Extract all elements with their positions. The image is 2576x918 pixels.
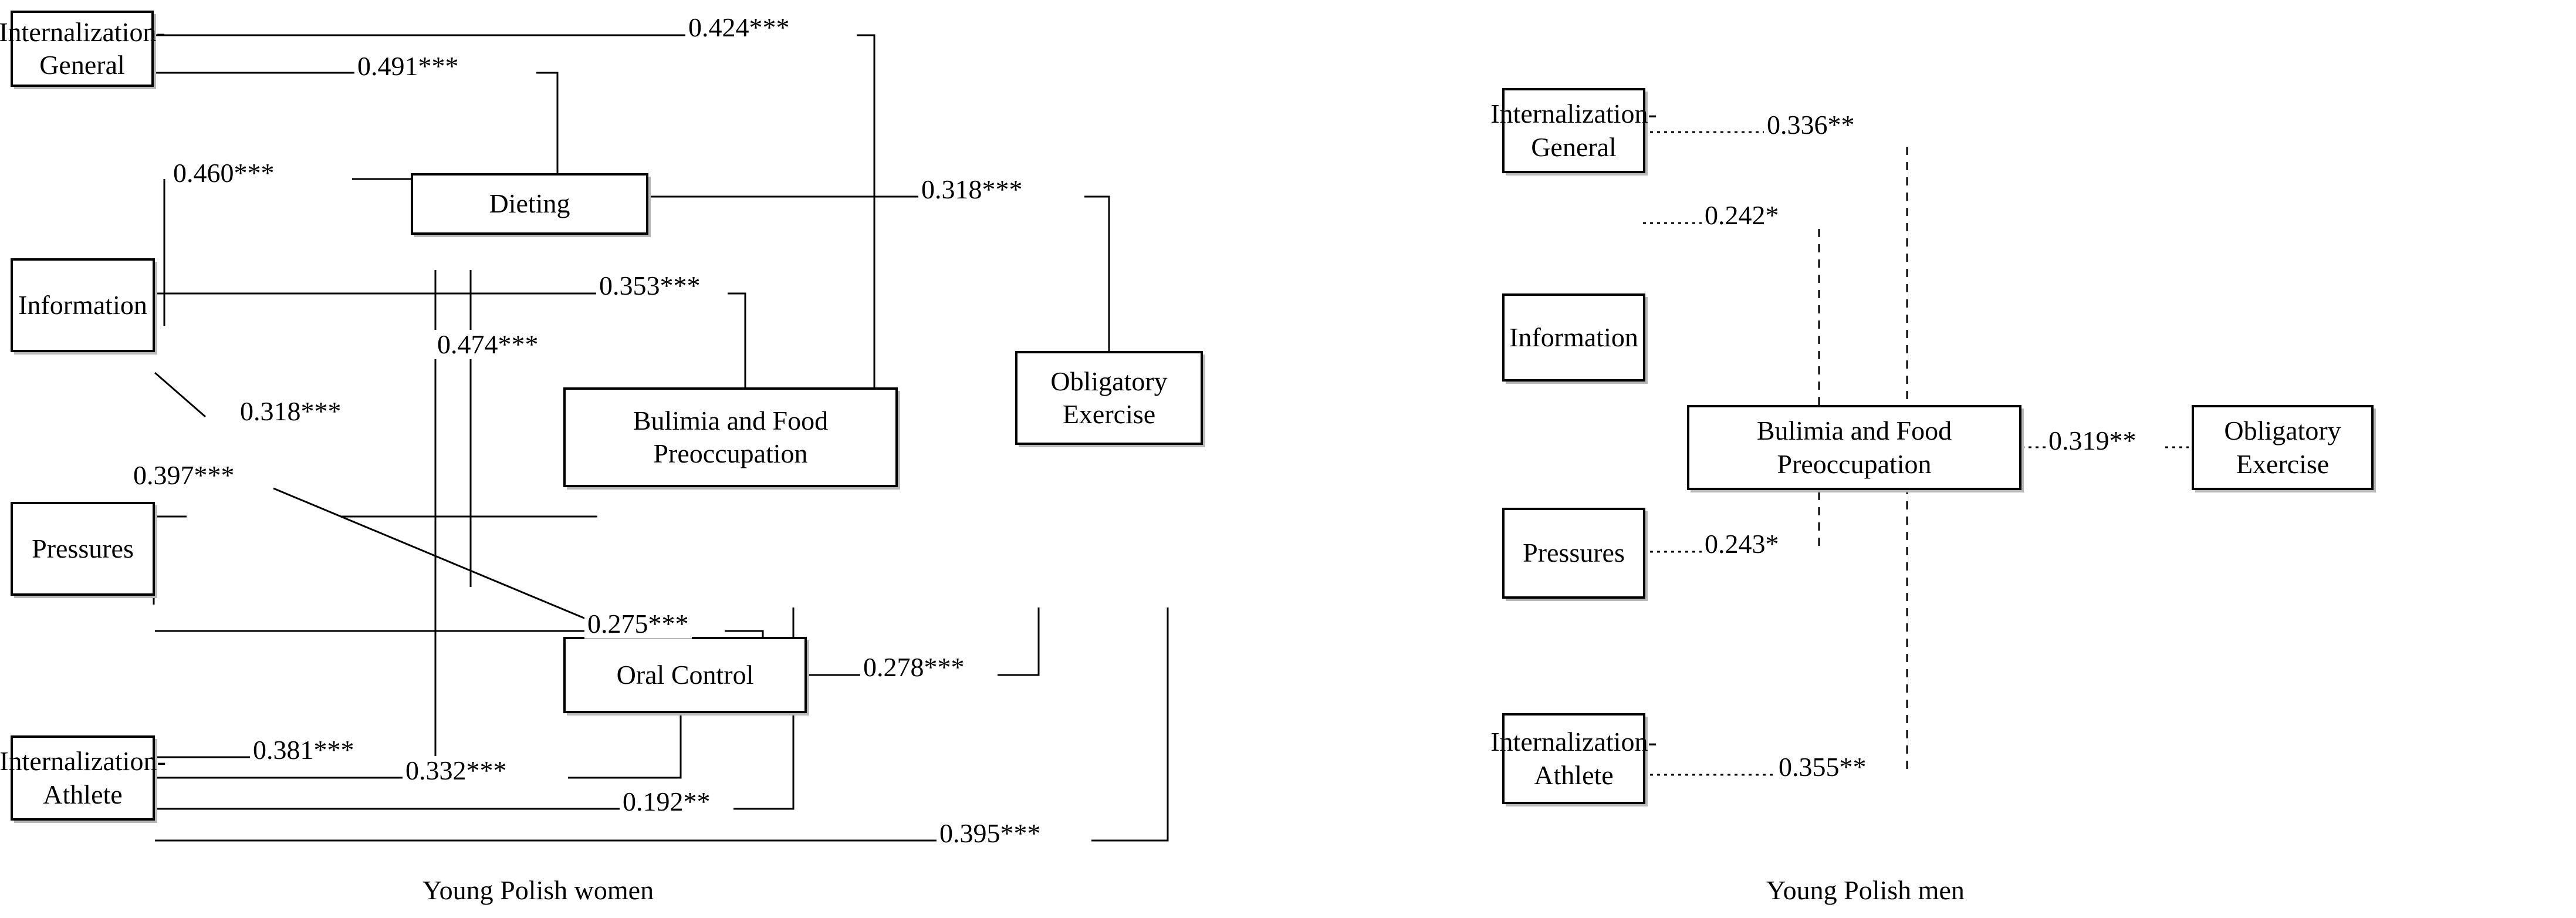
- node-internalization-athlete[interactable]: Internalization- Athlete: [1490, 713, 1657, 804]
- coefficient-oral-control-to-obligatory: 0.278***: [860, 653, 968, 682]
- node-label: Oral Control: [616, 659, 754, 690]
- coefficient-information-to-dieting: 0.460***: [170, 158, 278, 188]
- coefficient-bulimia-to-obligatory: 0.319**: [2046, 426, 2139, 455]
- coefficient-int-general-to-bulimia: 0.424***: [685, 13, 793, 42]
- node-label: Dieting: [489, 188, 570, 219]
- coefficient-pressures-to-bulimia: 0.397***: [130, 461, 238, 490]
- coefficient-int-athlete-to-oral-control: 0.332***: [403, 756, 510, 785]
- node-label-line1: Obligatory: [2224, 416, 2341, 446]
- men-path-lines: [1643, 131, 2189, 776]
- node-label-line1: Obligatory: [1050, 366, 1168, 396]
- panel-caption-women: Young Polish women: [422, 875, 654, 905]
- coefficient-pressures-to-oral-control: 0.275***: [584, 609, 692, 639]
- node-information[interactable]: Information: [1502, 293, 1645, 382]
- node-label: Pressures: [1523, 538, 1625, 568]
- node-label: Information: [1509, 322, 1638, 352]
- node-label-line2: Preoccupation: [653, 438, 808, 468]
- coefficient-pressures-to-dieting: 0.474***: [434, 330, 542, 359]
- coefficient-int-athlete-to-obligatory: 0.395***: [937, 819, 1044, 848]
- coefficient-int-athlete-to-bulimia: 0.355**: [1776, 752, 1870, 782]
- coefficient-dieting-to-obligatory: 0.318***: [918, 175, 1026, 204]
- node-pressures[interactable]: Pressures: [1502, 508, 1645, 599]
- node-obligatory-exercise[interactable]: Obligatory Exercise: [1015, 351, 1203, 445]
- node-bulimia-and-food-preoccupation[interactable]: Bulimia and Food Preoccupation: [563, 387, 898, 487]
- node-label-line1: Internalization-: [0, 16, 165, 47]
- panel-caption-men: Young Polish men: [1766, 875, 1965, 905]
- node-internalization-general[interactable]: Internalization- General: [1490, 88, 1657, 173]
- panel-young-polish-women: Internalization- General Information Pre…: [0, 11, 1203, 905]
- coefficient-pressures-to-bulimia: 0.243*: [1702, 529, 1782, 559]
- coefficient-int-athlete-to-bulimia: 0.192**: [620, 787, 714, 816]
- node-information[interactable]: Information: [11, 258, 155, 352]
- node-label: Information: [18, 289, 147, 320]
- node-label-line2: General: [39, 50, 125, 80]
- node-internalization-athlete[interactable]: Internalization- Athlete: [0, 735, 166, 821]
- panel-young-polish-men: Internalization- General Information Pre…: [1291, 0, 2576, 918]
- node-label-line1: Bulimia and Food: [1756, 416, 1952, 446]
- node-label-line2: Exercise: [2236, 448, 2330, 479]
- node-label-line2: Athlete: [1534, 760, 1614, 790]
- node-oral-control[interactable]: Oral Control: [563, 637, 807, 713]
- node-label: Pressures: [32, 533, 134, 563]
- coefficient-information-to-oral-control: 0.318***: [237, 397, 344, 426]
- node-label-line1: Internalization-: [1490, 99, 1657, 129]
- node-label-line2: Athlete: [43, 779, 123, 809]
- node-bulimia-and-food-preoccupation[interactable]: Bulimia and Food Preoccupation: [1687, 405, 2021, 490]
- coefficient-information-to-bulimia: 0.353***: [596, 271, 704, 301]
- coefficient-int-general-to-dieting: 0.491***: [354, 52, 462, 81]
- node-obligatory-exercise[interactable]: Obligatory Exercise: [2192, 405, 2374, 490]
- node-label-line2: General: [1531, 131, 1617, 162]
- node-dieting[interactable]: Dieting: [411, 173, 648, 235]
- coefficient-int-athlete-to-dieting: 0.381***: [250, 735, 357, 765]
- node-label-line1: Internalization-: [0, 746, 166, 777]
- coefficient-information-to-bulimia: 0.242*: [1702, 201, 1782, 230]
- coefficient-int-general-to-bulimia: 0.336**: [1764, 110, 1858, 140]
- node-label-line1: Bulimia and Food: [633, 405, 829, 436]
- node-internalization-general[interactable]: Internalization- General: [0, 11, 165, 87]
- node-label-line2: Exercise: [1062, 399, 1156, 429]
- node-label-line2: Preoccupation: [1777, 448, 1932, 479]
- node-label-line1: Internalization-: [1490, 727, 1657, 757]
- node-pressures[interactable]: Pressures: [11, 502, 155, 596]
